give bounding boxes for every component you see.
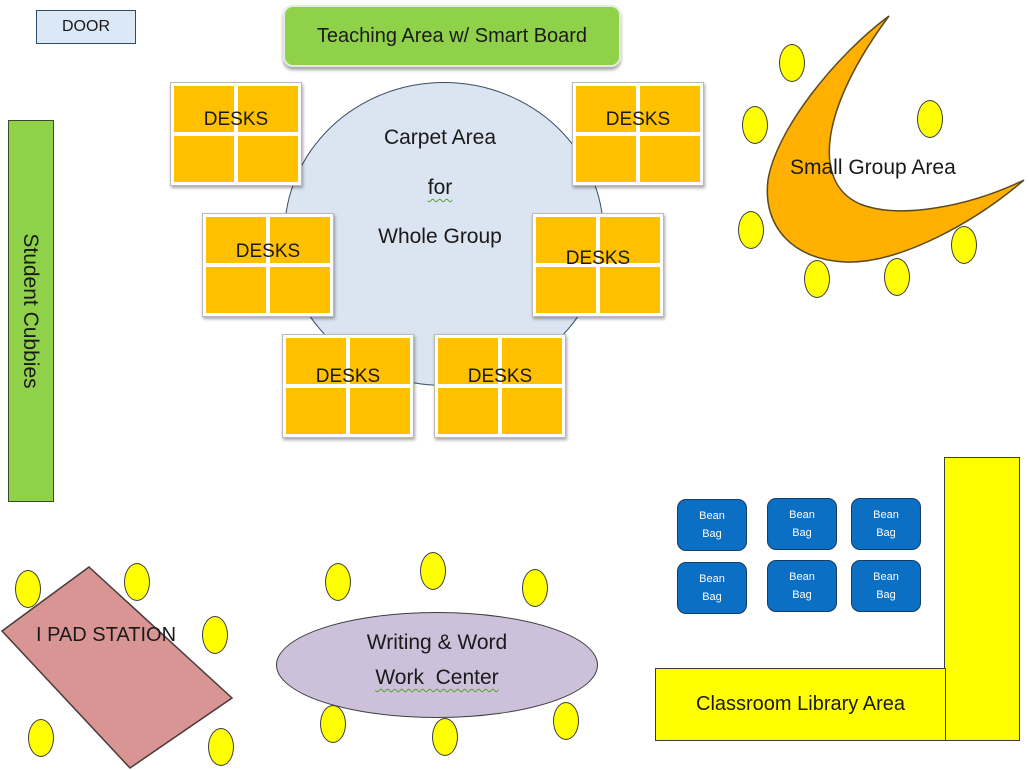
writing-center-label-line2: Work Center	[375, 666, 499, 689]
bean-bag: Bean Bag	[677, 562, 747, 614]
bean-bag: Bean Bag	[677, 499, 747, 551]
carpet-label-line3: Whole Group	[378, 225, 502, 248]
chair	[420, 552, 446, 590]
bean-bag-label-line1: Bean	[699, 573, 725, 585]
desk-group-top-right: DESKS	[572, 82, 704, 186]
desk-group-bottom-left: DESKS	[282, 334, 414, 438]
bean-bag-label-line1: Bean	[789, 571, 815, 583]
teaching-area: Teaching Area w/ Smart Board	[283, 5, 621, 67]
bean-bag: Bean Bag	[767, 560, 837, 612]
student-cubbies-label: Student Cubbies	[19, 233, 42, 389]
door-label: DOOR	[36, 10, 136, 44]
bean-bag-label-line2: Bag	[702, 591, 722, 603]
chair	[432, 718, 458, 756]
classroom-library-area: Classroom Library Area	[655, 668, 946, 741]
writing-center-table	[276, 612, 598, 718]
desk-group-middle-left: DESKS	[202, 213, 334, 317]
chair	[553, 702, 579, 740]
chair	[28, 719, 54, 757]
bean-bag-label-line2: Bag	[876, 527, 896, 539]
small-group-label: Small Group Area	[790, 156, 956, 179]
crescent-shape	[766, 15, 1025, 263]
chair	[742, 106, 768, 144]
chair	[804, 260, 830, 298]
chair	[951, 226, 977, 264]
bean-bag-label-line1: Bean	[873, 509, 899, 521]
chair	[884, 258, 910, 296]
small-group-table	[766, 15, 1025, 263]
chair	[917, 100, 943, 138]
desk-group-top-left: DESKS	[170, 82, 302, 186]
desk-group-middle-right: DESKS	[532, 213, 664, 317]
bean-bag-label-line1: Bean	[873, 571, 899, 583]
bean-bag: Bean Bag	[851, 498, 921, 550]
bean-bag-label-line2: Bag	[792, 589, 812, 601]
chair	[522, 569, 548, 607]
student-cubbies	[8, 120, 54, 502]
chair	[779, 44, 805, 82]
chair	[208, 728, 234, 766]
chair	[738, 211, 764, 249]
bean-bag-label-line2: Bag	[702, 528, 722, 540]
bean-bag-label-line1: Bean	[699, 510, 725, 522]
desk-group-bottom-right: DESKS	[434, 334, 566, 438]
carpet-label-line2: for	[427, 176, 453, 199]
ipad-station-label: I PAD STATION	[36, 624, 177, 646]
chair	[325, 563, 351, 601]
chair	[124, 563, 150, 601]
bean-bag: Bean Bag	[851, 560, 921, 612]
chair	[15, 570, 41, 608]
library-shelf-vertical	[944, 457, 1020, 741]
chair	[320, 705, 346, 743]
bean-bag-label-line1: Bean	[789, 509, 815, 521]
bean-bag-label-line2: Bag	[876, 589, 896, 601]
carpet-label-line1: Carpet Area	[383, 126, 497, 149]
writing-center-label-line1: Writing & Word	[366, 631, 508, 654]
bean-bag: Bean Bag	[767, 498, 837, 550]
bean-bag-label-line2: Bag	[792, 527, 812, 539]
chair	[202, 616, 228, 654]
